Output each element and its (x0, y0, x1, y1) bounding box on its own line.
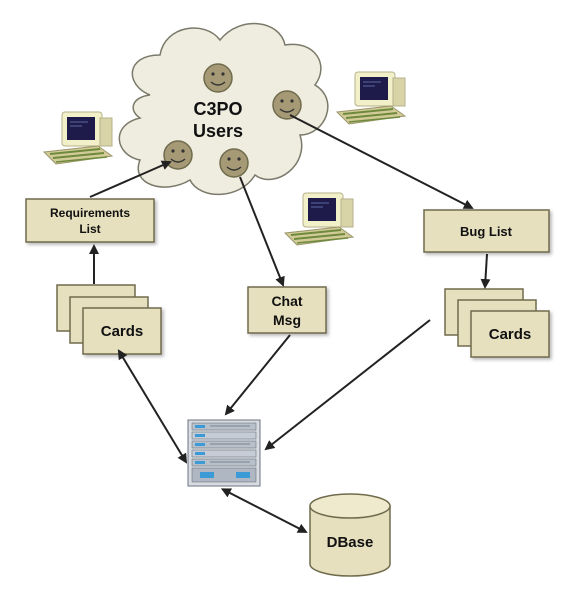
arrow-buglist-to-cards (480, 253, 491, 289)
database-label: DBase (327, 534, 374, 551)
c3po-users-cloud: C3PO Users (118, 23, 329, 196)
cards-stack-left: Cards (56, 284, 162, 355)
bug-list-box: Bug List (423, 209, 550, 253)
cloud-label-line1: C3PO (193, 99, 242, 119)
arrow-cards-server-bidirectional (117, 349, 188, 464)
arrow-users-to-chat (239, 176, 285, 287)
arrow-users-to-buglist (289, 114, 474, 209)
cards-left-label: Cards (101, 323, 144, 340)
connectors (89, 114, 491, 533)
smiley-face-icon (163, 140, 193, 170)
server-rack-icon (187, 419, 261, 487)
cloud-label-line2: Users (193, 121, 243, 141)
computer-icon (284, 192, 354, 246)
smiley-face-icon (203, 63, 233, 93)
chat-label-line1: Chat (271, 293, 302, 309)
smiley-face-icon (272, 90, 302, 120)
computer-icon (336, 71, 406, 125)
database-cylinder-icon: DBase (309, 493, 391, 577)
arrow-server-database-bidirectional (220, 488, 308, 533)
requirements-list-box: Requirements List (25, 198, 155, 243)
computer-icon (43, 111, 113, 165)
arrow-cards-to-server (264, 319, 431, 451)
arrow-chat-to-server (224, 334, 291, 416)
arrow-requirements-to-users (89, 160, 172, 198)
cards-stack-right: Cards (444, 288, 550, 358)
requirements-label-line1: Requirements (50, 206, 130, 220)
smiley-face-icon (219, 148, 249, 178)
chat-label-line2: Msg (273, 312, 301, 328)
cards-right-label: Cards (489, 326, 532, 343)
chat-msg-box: Chat Msg (247, 286, 327, 334)
requirements-label-line2: List (79, 222, 100, 236)
bug-list-label: Bug List (460, 224, 513, 239)
